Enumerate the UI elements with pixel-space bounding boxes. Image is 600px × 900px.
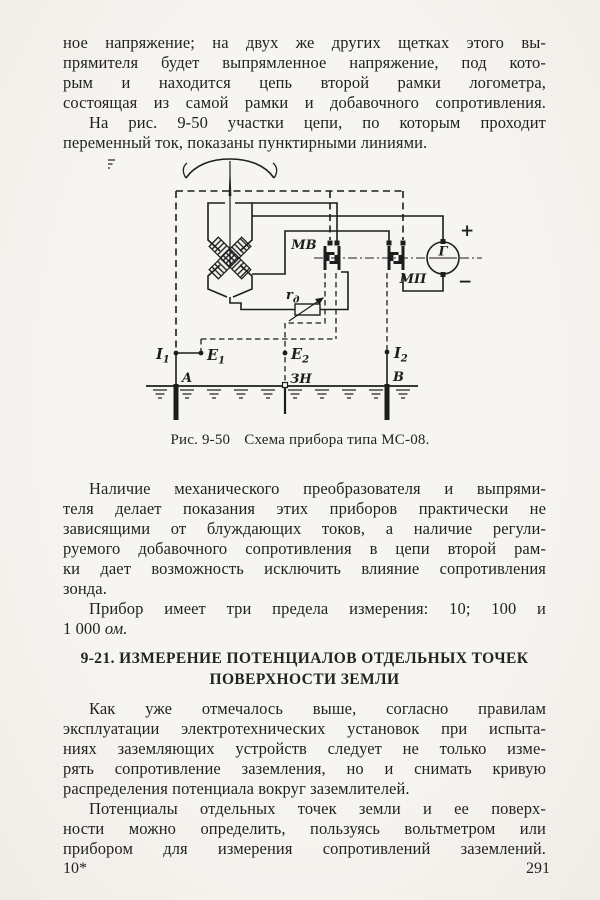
circuit-diagram: Г + − rд I1 E1 E2 I2 [108, 158, 482, 420]
unit-ohm: ом. [104, 619, 128, 638]
text-line: ки дает возможность исключить влияние со… [63, 559, 546, 578]
paragraph-block-top: ное напряжение; на двух же других щетках… [63, 33, 546, 153]
terminals [173, 349, 390, 356]
text-line: Наличие механического преобразователя и … [89, 479, 546, 498]
text-line: руемого добавочного сопротивления в цепи… [63, 539, 546, 558]
resistor-label: rд [286, 288, 300, 306]
text-line: Как уже отмечалось выше, согласно правил… [89, 699, 546, 718]
label-b: B [392, 370, 404, 385]
paragraph-block-bottom: Как уже отмечалось выше, согласно правил… [63, 699, 546, 859]
figure-caption-label: Рис. 9-50 [170, 432, 231, 448]
text-line: 1 000 ом. [63, 619, 128, 638]
heading-line: 9-21. ИЗМЕРЕНИЕ ПОТЕНЦИАЛОВ ОТДЕЛЬНЫХ ТО… [80, 650, 529, 667]
label-mv: МВ [290, 238, 316, 253]
text-line: рять сопротивление заземления, но и сним… [63, 759, 546, 778]
ac-dashed-thin [200, 273, 388, 382]
text-line: ниях заземляющих устройств следует не то… [63, 739, 546, 758]
text-line: Прибор имеет три предела измерения: 10; … [89, 599, 546, 618]
text-line: рым и находится цепь второй рамки логоме… [63, 73, 546, 92]
plus-sign: + [460, 221, 474, 241]
minus-sign: − [458, 272, 472, 292]
text-line: зависящими от блуждающих токов, а наличи… [63, 519, 546, 538]
terminal-e2: E2 [290, 346, 309, 366]
heading-line: ПОВЕРХНОСТИ ЗЕМЛИ [209, 671, 400, 688]
text-line: переменный ток, показаны пунктирными лин… [63, 133, 428, 152]
text-line: эксплуатации электротехнических установо… [63, 719, 546, 738]
terminal-i2: I2 [393, 345, 408, 365]
generator-label: Г [438, 245, 449, 260]
mv-commutator [323, 240, 341, 270]
terminal-i1: I1 [155, 346, 170, 366]
label-mp: МП [399, 272, 427, 287]
figure-9-50: Г + − rд I1 E1 E2 I2 [0, 156, 600, 476]
generator: Г + − [426, 221, 474, 292]
ac-dashed-wires [175, 190, 404, 352]
text-line: Потенциалы отдельных точек земли и ее по… [89, 799, 546, 818]
paragraph-block-middle: Наличие механического преобразователя и … [63, 479, 546, 639]
text-line: ное напряжение; на двух же других щетках… [63, 33, 546, 52]
page-number: 291 [526, 860, 550, 877]
figure-caption: Рис. 9-50 Схема прибора типа МС-08. [0, 432, 600, 449]
text-line: состоящая из самой рамки и добавочного с… [63, 93, 546, 112]
label-zn: ЗН [290, 372, 312, 387]
signature-mark: 10* [63, 860, 87, 877]
text-line: прибором для измерения сопротивлений заз… [63, 839, 546, 858]
text-line: На рис. 9-50 участки цепи, по которым пр… [89, 113, 546, 132]
text-line: зонда. [63, 579, 107, 598]
text-line: теля делает показания этих приборов прак… [63, 499, 546, 518]
dc-wires [175, 202, 444, 386]
terminal-e1: E1 [206, 347, 225, 367]
ground: A ЗН B [108, 159, 418, 420]
text-line: ности можно определить, пользуясь вольтм… [63, 819, 546, 838]
variable-resistor: rд [286, 288, 324, 322]
label-a: A [180, 371, 192, 386]
text-line: прямителя будет выпрямленное напряжение,… [63, 53, 546, 72]
crossed-coils [208, 236, 252, 280]
text-line: распределения потенциала вокруг заземлит… [63, 779, 410, 798]
section-heading: 9-21. ИЗМЕРЕНИЕ ПОТЕНЦИАЛОВ ОТДЕЛЬНЫХ ТО… [63, 648, 546, 690]
figure-caption-text: Схема прибора типа МС-08. [244, 432, 430, 448]
page-footer: 10* 291 [63, 860, 550, 878]
mp-commutator [386, 240, 406, 270]
